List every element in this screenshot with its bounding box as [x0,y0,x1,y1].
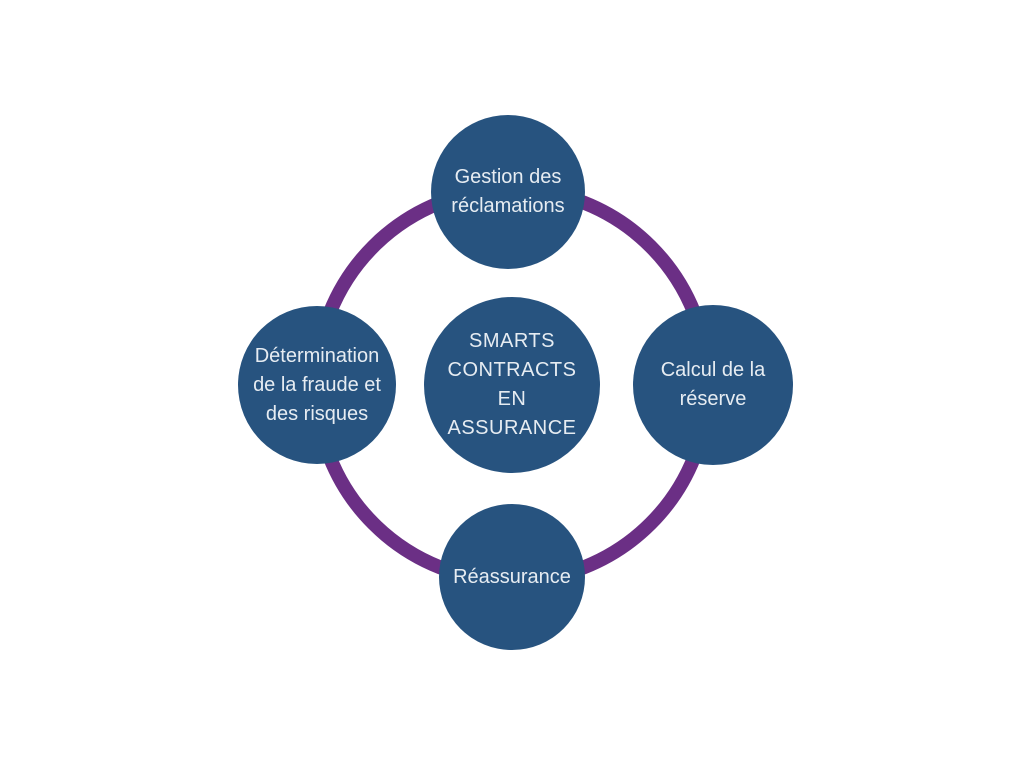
node-label: Gestion des réclamations [431,163,585,221]
label-line: réclamations [451,195,565,217]
node-label: Détermination de la fraude et des risque… [238,342,396,429]
label-line: réserve [679,388,747,410]
label-line: de la fraude et [253,373,381,396]
node-circle-determination-fraude-risques: Détermination de la fraude et des risque… [238,306,396,464]
label-line: CONTRACTS [447,359,577,381]
node-circle-center: SMARTS CONTRACTS EN ASSURANCE [424,297,600,473]
node-circle-gestion-des-reclamations: Gestion des réclamations [431,115,585,269]
node-circle-calcul-de-la-reserve: Calcul de la réserve [633,305,793,465]
label-line: Calcul de la [660,359,766,381]
center-label: SMARTS CONTRACTS EN ASSURANCE [424,327,600,443]
label-line: Détermination [254,344,380,367]
label-line: SMARTS [469,330,555,352]
label-line: EN [497,388,527,410]
label-line: ASSURANCE [447,417,577,439]
label-line: Réassurance [453,565,571,588]
label-line: des risques [265,402,369,425]
label-line: Gestion des [454,166,562,188]
node-circle-reassurance: Réassurance [439,504,585,650]
node-label: Calcul de la réserve [633,356,793,414]
node-label: Réassurance [439,563,585,592]
